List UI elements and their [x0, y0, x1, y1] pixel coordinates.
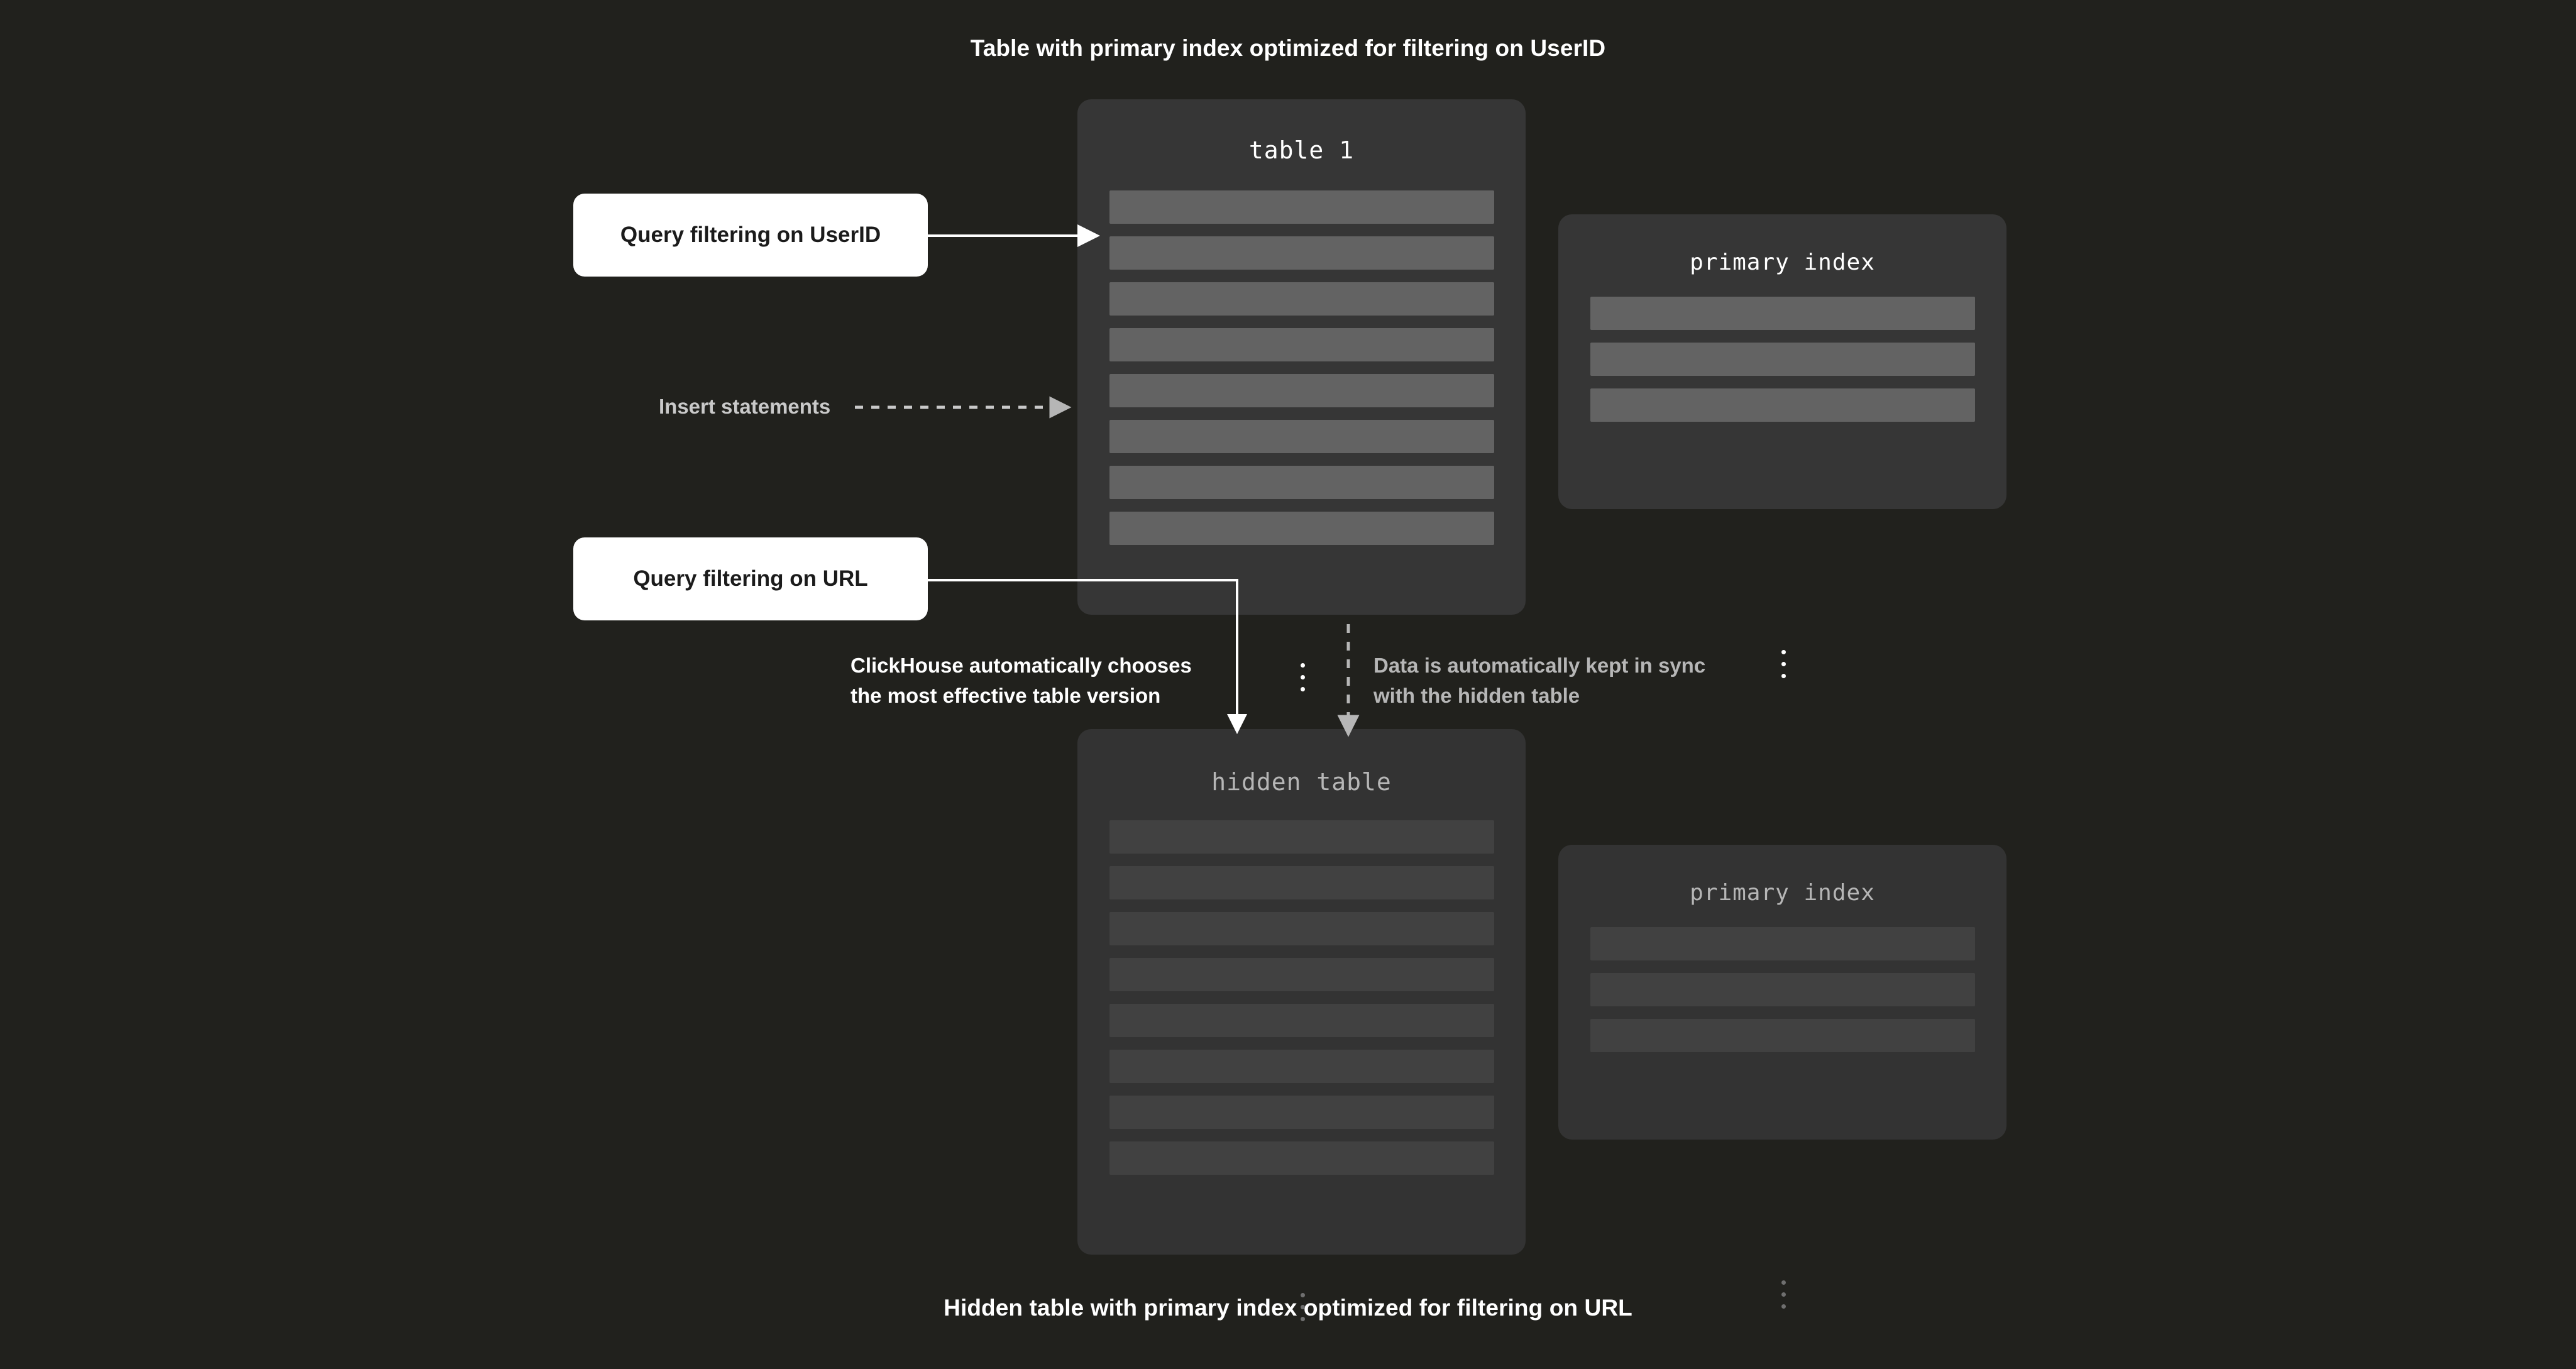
table-row — [1109, 912, 1494, 945]
table-1-ellipsis-icon — [1294, 663, 1311, 691]
primary-index-top-ellipsis-icon — [1775, 650, 1792, 678]
table-row — [1109, 1141, 1494, 1175]
ellipsis-dot — [1300, 1293, 1305, 1297]
hidden-table-card[interactable]: hidden table — [1077, 729, 1526, 1321]
insert-statements-label: Insert statements — [659, 395, 831, 418]
table-row — [1109, 420, 1494, 453]
table-row — [1109, 374, 1494, 407]
primary-index-bottom-card[interactable]: primary index — [1558, 845, 2006, 1309]
ellipsis-dot — [1781, 674, 1786, 678]
primary-index-bottom-ellipsis-icon — [1775, 1280, 1792, 1309]
ellipsis-dot — [1300, 687, 1305, 691]
ellipsis-dot — [1300, 663, 1305, 668]
table-row — [1590, 343, 1975, 376]
ellipsis-dot — [1781, 1304, 1786, 1309]
connector-url-to-hidden-table — [928, 579, 1247, 734]
ellipsis-dot — [1781, 1280, 1786, 1285]
primary-index-bottom-title: primary index — [1690, 880, 1875, 906]
ellipsis-dot — [1781, 1292, 1786, 1297]
ellipsis-dot — [1300, 675, 1305, 679]
query-filtering-url-pill[interactable]: Query filtering on URL — [573, 537, 928, 620]
ellipsis-dot — [1300, 1317, 1305, 1321]
table-row — [1109, 190, 1494, 224]
table-row — [1590, 1019, 1975, 1052]
hidden-table-title: hidden table — [1211, 768, 1392, 796]
chooses-table-version-note: ClickHouse automatically chooses the mos… — [850, 654, 1192, 707]
table-row — [1109, 328, 1494, 361]
query-filtering-userid-pill[interactable]: Query filtering on UserID — [573, 194, 928, 277]
ellipsis-dot — [1300, 1305, 1305, 1309]
table-row — [1590, 297, 1975, 330]
table-row — [1109, 820, 1494, 854]
table-row — [1109, 236, 1494, 270]
table-row — [1590, 388, 1975, 422]
ellipsis-dot — [1781, 650, 1786, 654]
bottom-caption: Hidden table with primary index optimize… — [944, 1295, 1632, 1321]
table-row — [1109, 1096, 1494, 1129]
hidden-table-ellipsis-icon — [1294, 1293, 1311, 1321]
table-row — [1590, 927, 1975, 960]
ellipsis-dot — [1781, 662, 1786, 666]
table-row — [1109, 282, 1494, 316]
kept-in-sync-note: Data is automatically kept in sync with … — [1373, 654, 1706, 707]
primary-index-top-title: primary index — [1690, 250, 1875, 275]
top-caption: Table with primary index optimized for f… — [970, 35, 1606, 61]
table-row — [1109, 512, 1494, 545]
table-row — [1109, 866, 1494, 899]
table-row — [1109, 958, 1494, 991]
primary-index-top-card[interactable]: primary index — [1558, 214, 2006, 678]
table-row — [1109, 1004, 1494, 1037]
table-row — [1109, 466, 1494, 499]
table-row — [1109, 1050, 1494, 1083]
table-row — [1590, 973, 1975, 1006]
table-1-title: table 1 — [1248, 136, 1355, 164]
table-1-card[interactable]: table 1 — [1077, 99, 1526, 691]
